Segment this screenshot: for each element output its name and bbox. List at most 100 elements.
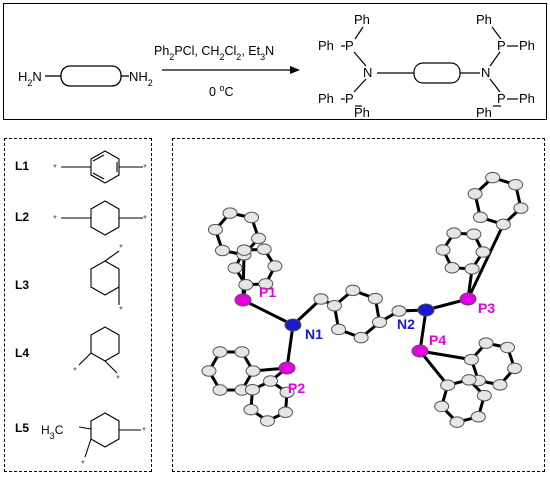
phosphorus-atom: [411, 344, 429, 358]
ligand-core-drawing: L1 L2 L3 L4 L5: [15, 150, 147, 470]
carbon-atom: [434, 400, 450, 413]
carbon-atom: [313, 293, 329, 305]
ph-label: Ph: [354, 12, 370, 27]
carbon-atom: [234, 346, 250, 358]
carbon-atom: [485, 171, 501, 184]
carbon-atom: [476, 389, 492, 402]
reactant-core-ring: [60, 65, 122, 87]
ligand-label-l4: L4: [15, 346, 29, 360]
carbon-atom: [267, 260, 283, 272]
carbon-atom: [467, 188, 483, 200]
carbon-atom: [513, 202, 529, 214]
carbon-atom: [367, 292, 383, 305]
carbon-atom: [492, 379, 508, 391]
l3-cyclohexane-ring: [90, 250, 120, 305]
atom-label-n1: N1: [305, 326, 323, 342]
carbon-atom: [258, 278, 274, 290]
attachment-mark: *: [53, 163, 57, 174]
attachment-mark: *: [81, 459, 85, 470]
carbon-atom: [227, 262, 243, 274]
nitrogen-label: N: [481, 65, 490, 80]
attachment-mark: *: [119, 243, 123, 254]
carbon-atom: [372, 316, 388, 328]
carbon-atom: [244, 211, 260, 224]
crystal-structure-panel: P1 N1 P2 N2 P3 P4: [172, 138, 545, 472]
carbon-atom: [507, 362, 523, 375]
carbon-atom: [353, 331, 369, 344]
carbon-atom: [461, 374, 477, 386]
phosphorus-label: P: [345, 38, 354, 53]
carbon-atom: [331, 323, 347, 336]
ph-label: Ph: [318, 38, 334, 53]
carbon-atom: [251, 232, 267, 245]
carbon-atom: [212, 346, 228, 358]
carbon-atom: [279, 386, 295, 399]
carbon-atom: [444, 262, 460, 274]
nitrogen-atom: [284, 318, 302, 332]
atom-label-p1: P1: [259, 284, 276, 300]
carbon-atom: [263, 375, 279, 387]
reactant-right-amine: NH2: [129, 69, 153, 88]
ph-label: Ph: [519, 38, 535, 53]
ligand-core-list: L1 L2 L3 L4 L5: [4, 138, 152, 472]
reactant-left-amine: H2N: [18, 69, 42, 88]
l4-cyclohexane-ring: [78, 326, 120, 374]
reaction-scheme-drawing: H2N NH2 Ph2PCl, CH2Cl2, Et3N 0 oC Ph Ph …: [18, 12, 535, 120]
carbon-atom: [446, 227, 462, 239]
crystal-structure-drawing: P1 N1 P2 N2 P3 P4: [201, 171, 529, 428]
l5-methyl-substituent: H3C: [41, 423, 64, 441]
ligand-label-l5: L5: [15, 421, 29, 435]
attachment-mark: *: [143, 214, 147, 225]
ligand-label-l1: L1: [15, 159, 29, 173]
ph-label: Ph: [476, 12, 492, 27]
ph-label: Ph: [519, 91, 535, 106]
carbon-atom: [201, 365, 217, 377]
ligand-label-l2: L2: [15, 210, 29, 224]
carbon-atom: [243, 403, 259, 416]
attachment-mark: *: [73, 366, 77, 377]
phosphorus-atom: [234, 293, 252, 307]
l5-cyclohexane-ring: [78, 412, 141, 458]
l2-cyclohexane-ring: [61, 200, 143, 236]
bond: [418, 349, 450, 387]
carbon-atom: [345, 284, 361, 297]
attachment-mark: *: [119, 305, 123, 316]
reaction-arrowhead: [290, 66, 300, 74]
carbon-atom: [495, 218, 511, 231]
bond: [418, 308, 428, 353]
attachment-mark: *: [116, 374, 120, 385]
product-bonds: [341, 26, 518, 107]
carbon-atom: [278, 406, 294, 419]
carbon-atom: [244, 383, 260, 396]
phosphorus-label: P: [345, 91, 354, 106]
phosphorus-atom: [278, 361, 296, 375]
reaction-conditions: 0 oC: [209, 83, 233, 99]
crystal-atoms: [201, 171, 529, 428]
l1-benzene-ring: [61, 150, 143, 184]
bond: [418, 349, 473, 362]
bond: [466, 222, 505, 301]
ph-label: Ph: [318, 91, 334, 106]
carbon-atom: [475, 246, 491, 258]
phosphorus-atom: [459, 292, 477, 306]
carbon-atom: [256, 243, 272, 255]
atom-label-n2: N2: [397, 316, 415, 332]
bond: [241, 298, 295, 327]
carbon-atom: [222, 207, 238, 219]
carbon-atom: [435, 244, 451, 256]
carbon-atom: [500, 341, 516, 354]
carbon-atom: [214, 244, 230, 257]
atom-label-p3: P3: [478, 300, 495, 316]
bond: [285, 323, 295, 370]
atom-label-p4: P4: [429, 332, 446, 348]
carbon-atom: [245, 365, 261, 377]
carbon-atom: [470, 411, 486, 423]
carbon-atom: [464, 263, 480, 275]
carbon-atom: [478, 337, 494, 349]
carbon-atom: [472, 211, 488, 224]
ph-label: Ph: [354, 105, 370, 120]
reaction-scheme: H2N NH2 Ph2PCl, CH2Cl2, Et3N 0 oC Ph Ph …: [3, 3, 547, 120]
ph-label: Ph: [476, 105, 492, 120]
attachment-mark: *: [53, 214, 57, 225]
carbon-atom: [238, 279, 254, 291]
